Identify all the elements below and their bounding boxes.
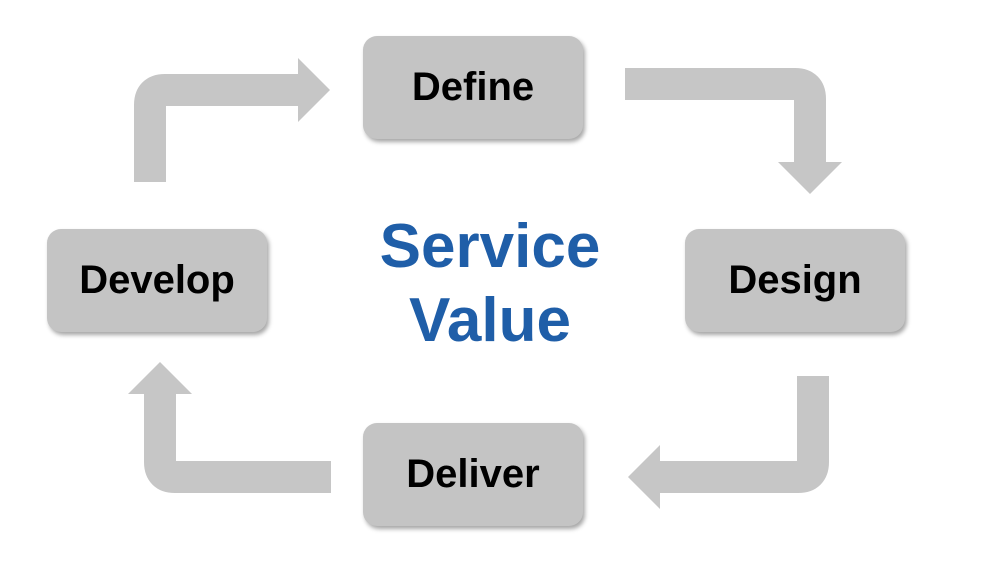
stage-define-box: Define: [363, 36, 583, 139]
arrow-design-to-deliver: [628, 376, 829, 509]
stage-develop-label: Develop: [79, 258, 235, 302]
stage-develop-box: Develop: [47, 229, 267, 332]
stage-deliver-box: Deliver: [363, 423, 583, 526]
arrow-develop-to-define: [134, 58, 330, 182]
arrow-define-to-design: [625, 68, 842, 194]
stage-define-label: Define: [411, 65, 535, 109]
stage-deliver-label: Deliver: [406, 452, 540, 496]
arrow-deliver-to-develop: [128, 362, 331, 493]
stage-design-box: Design: [685, 229, 905, 332]
stage-design-label: Design: [728, 258, 862, 302]
center-title: Service Value: [330, 210, 650, 358]
center-title-line1: Service: [379, 212, 601, 281]
center-title-line2: Value: [409, 286, 571, 355]
